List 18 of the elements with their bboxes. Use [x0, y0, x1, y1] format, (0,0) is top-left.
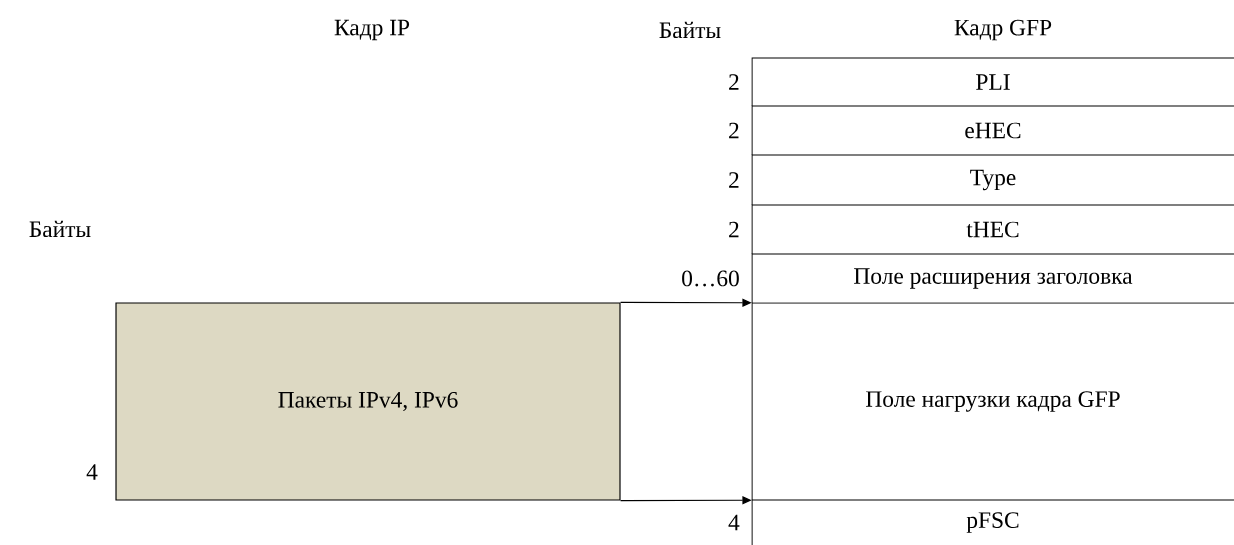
column-heading: Кадр IP	[334, 19, 410, 41]
table-row: tHEC	[751, 204, 1234, 255]
column-heading: Кадр GFP	[954, 19, 1052, 41]
table-row: Поле расширения заголовка	[751, 253, 1234, 304]
table-row: pFSC	[751, 499, 1234, 545]
packet-box: Пакеты IPv4, IPv6	[115, 302, 621, 501]
byte-count: 4	[728, 514, 740, 531]
table-row: PLI	[751, 57, 1234, 107]
byte-count: 2	[729, 122, 739, 139]
table-row: eHEC	[751, 105, 1234, 156]
byte-count: 2	[729, 221, 739, 238]
byte-count: 2	[729, 74, 739, 90]
table-row: Поле нагрузки кадра GFP	[751, 302, 1234, 501]
table-row: Type	[751, 154, 1234, 206]
axis-label: Байты	[29, 220, 91, 238]
byte-count: 0…60	[682, 270, 739, 287]
column-heading: Байты	[659, 21, 721, 39]
byte-count: 2	[729, 172, 739, 188]
